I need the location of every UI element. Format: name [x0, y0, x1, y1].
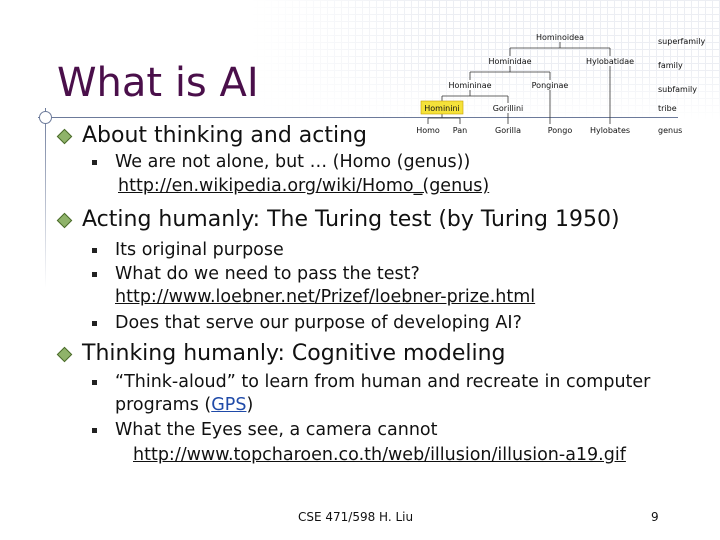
rank-superfamily: superfamily: [658, 37, 705, 46]
bullet-acting-humanly: Acting humanly: The Turing test (by Turi…: [82, 207, 620, 232]
slide-title: What is AI: [57, 60, 259, 106]
sub-eyes-see: What the Eyes see, a camera cannot: [115, 420, 438, 440]
programs-text: programs (: [115, 395, 212, 415]
hominoid-taxonomy-diagram: Hominoidea Hominidae Hylobatidae Hominin…: [416, 33, 705, 135]
node-homo: Homo: [416, 126, 440, 135]
footer-page-number: 9: [651, 510, 659, 524]
rank-family: family: [658, 61, 683, 70]
gps-link[interactable]: GPS: [211, 395, 247, 415]
node-gorilla: Gorilla: [495, 126, 521, 135]
title-rule: [38, 117, 678, 118]
node-pan: Pan: [453, 126, 467, 135]
rank-subfamily: subfamily: [658, 85, 697, 94]
background-grid-fade: [250, 0, 720, 120]
node-hominini: Hominini: [424, 104, 460, 113]
bullet-thinking-humanly: Thinking humanly: Cognitive modeling: [82, 341, 506, 366]
loebner-prize-link[interactable]: http://www.loebner.net/Prizef/loebner-pr…: [115, 287, 536, 307]
node-ponginae: Ponginae: [532, 81, 569, 90]
rank-tribe: tribe: [658, 104, 677, 113]
bullet-about-thinking: About thinking and acting: [82, 123, 368, 148]
node-hylobatidae: Hylobatidae: [586, 57, 634, 66]
bullet-diamond-icon: [56, 346, 73, 363]
rule-circle-ornament: [39, 111, 52, 124]
square-bullet-icon: [92, 160, 97, 165]
square-bullet-icon: [92, 428, 97, 433]
node-hominidae: Hominidae: [488, 57, 531, 66]
bullet-diamond-icon: [56, 212, 73, 229]
bullet-diamond-icon: [56, 128, 73, 145]
footer-course: CSE 471/598 H. Liu: [298, 510, 414, 524]
sub-programs-gps: programs (GPS): [115, 395, 253, 415]
sub-pass-test: What do we need to pass the test?: [115, 264, 420, 284]
node-homininae: Homininae: [448, 81, 491, 90]
sub-think-aloud: “Think-aloud” to learn from human and re…: [115, 372, 651, 392]
illusion-link[interactable]: http://www.topcharoen.co.th/web/illusion…: [133, 445, 626, 465]
node-hylobates: Hylobates: [590, 126, 630, 135]
sub-serve-purpose: Does that serve our purpose of developin…: [115, 313, 522, 333]
programs-close-paren: ): [246, 395, 254, 415]
square-bullet-icon: [92, 321, 97, 326]
square-bullet-icon: [92, 272, 97, 277]
node-gorillini: Gorillini: [493, 104, 524, 113]
rank-genus: genus: [658, 126, 682, 135]
node-pongo: Pongo: [548, 126, 573, 135]
node-hominoidea: Hominoidea: [536, 33, 584, 42]
sub-original-purpose: Its original purpose: [115, 240, 284, 260]
homo-genus-link[interactable]: http://en.wikipedia.org/wiki/Homo_(genus…: [118, 176, 490, 196]
square-bullet-icon: [92, 380, 97, 385]
hominini-highlight: [420, 100, 464, 115]
sub-not-alone: We are not alone, but … (Homo (genus)): [115, 152, 471, 172]
square-bullet-icon: [92, 248, 97, 253]
margin-rule: [45, 108, 46, 288]
